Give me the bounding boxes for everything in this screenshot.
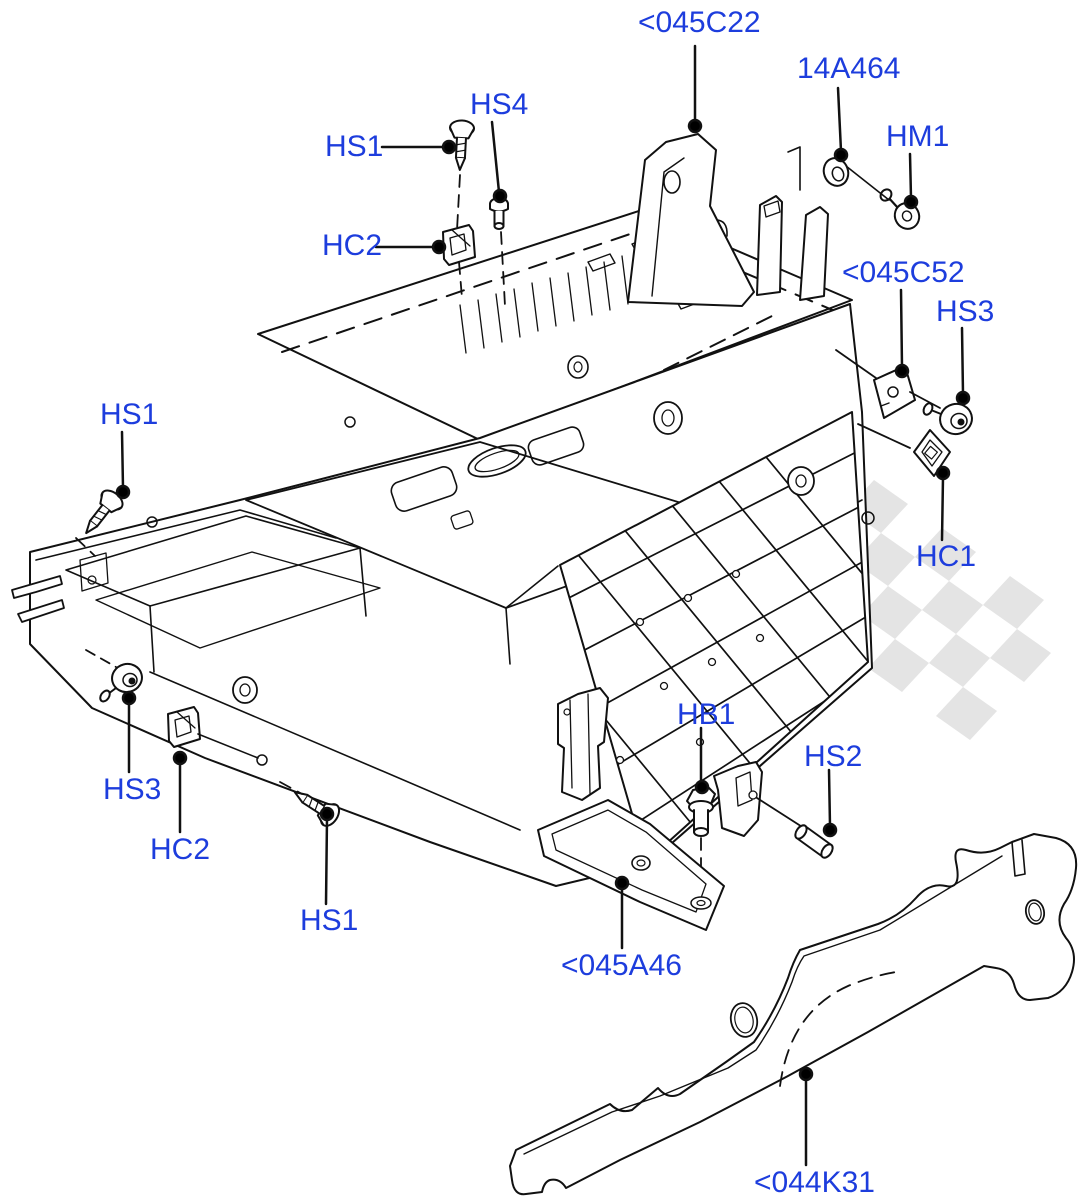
callout-045A46[interactable]: <045A46 (561, 949, 682, 982)
hc2-clip-top-drawing (442, 224, 476, 266)
callout-HS3-right[interactable]: HS3 (936, 295, 995, 328)
side-bracket-drawing (835, 349, 941, 419)
leader-lines (115, 44, 971, 1167)
hc2-clip-bottom-drawing (167, 706, 259, 759)
callout-14A464[interactable]: 14A464 (797, 52, 901, 85)
hb1-bolt-drawing (686, 786, 716, 837)
callout-HC1[interactable]: HC1 (916, 540, 977, 573)
callout-HS4[interactable]: HS4 (470, 88, 529, 121)
floor-bracket-drawing (537, 687, 808, 931)
rear-bracket-drawing (627, 133, 829, 307)
hs2-pin-drawing (794, 824, 834, 859)
callout-045C22[interactable]: <045C22 (638, 6, 761, 39)
hm1-screw-drawing (879, 188, 921, 230)
assembly-dashed-lines (75, 174, 702, 895)
callout-HC2-top[interactable]: HC2 (322, 229, 383, 262)
lattice-panel-drawing (559, 401, 869, 863)
callout-045C52[interactable]: <045C52 (842, 256, 965, 289)
callout-HM1[interactable]: HM1 (886, 120, 950, 153)
callout-044K31[interactable]: <044K31 (754, 1166, 875, 1199)
hs3-pin-right-drawing (922, 402, 973, 436)
callout-HS2[interactable]: HS2 (804, 740, 863, 773)
hs1-screw-left-drawing (85, 489, 124, 535)
callout-HB1[interactable]: HB1 (677, 698, 736, 731)
insulator-panel-drawing (509, 833, 1078, 1196)
callout-HS1-top[interactable]: HS1 (325, 130, 384, 163)
hc1-clip-drawing (857, 423, 951, 477)
callout-HS3-left[interactable]: HS3 (103, 773, 162, 806)
callout-HC2-bottom[interactable]: HC2 (150, 833, 211, 866)
callout-HS1-left[interactable]: HS1 (100, 398, 159, 431)
hs1-screw-top-drawing (449, 119, 475, 171)
hs3-pin-left-drawing (85, 649, 143, 703)
grommet-14a464-drawing (822, 157, 890, 201)
callout-HS1-bottom[interactable]: HS1 (300, 904, 359, 937)
